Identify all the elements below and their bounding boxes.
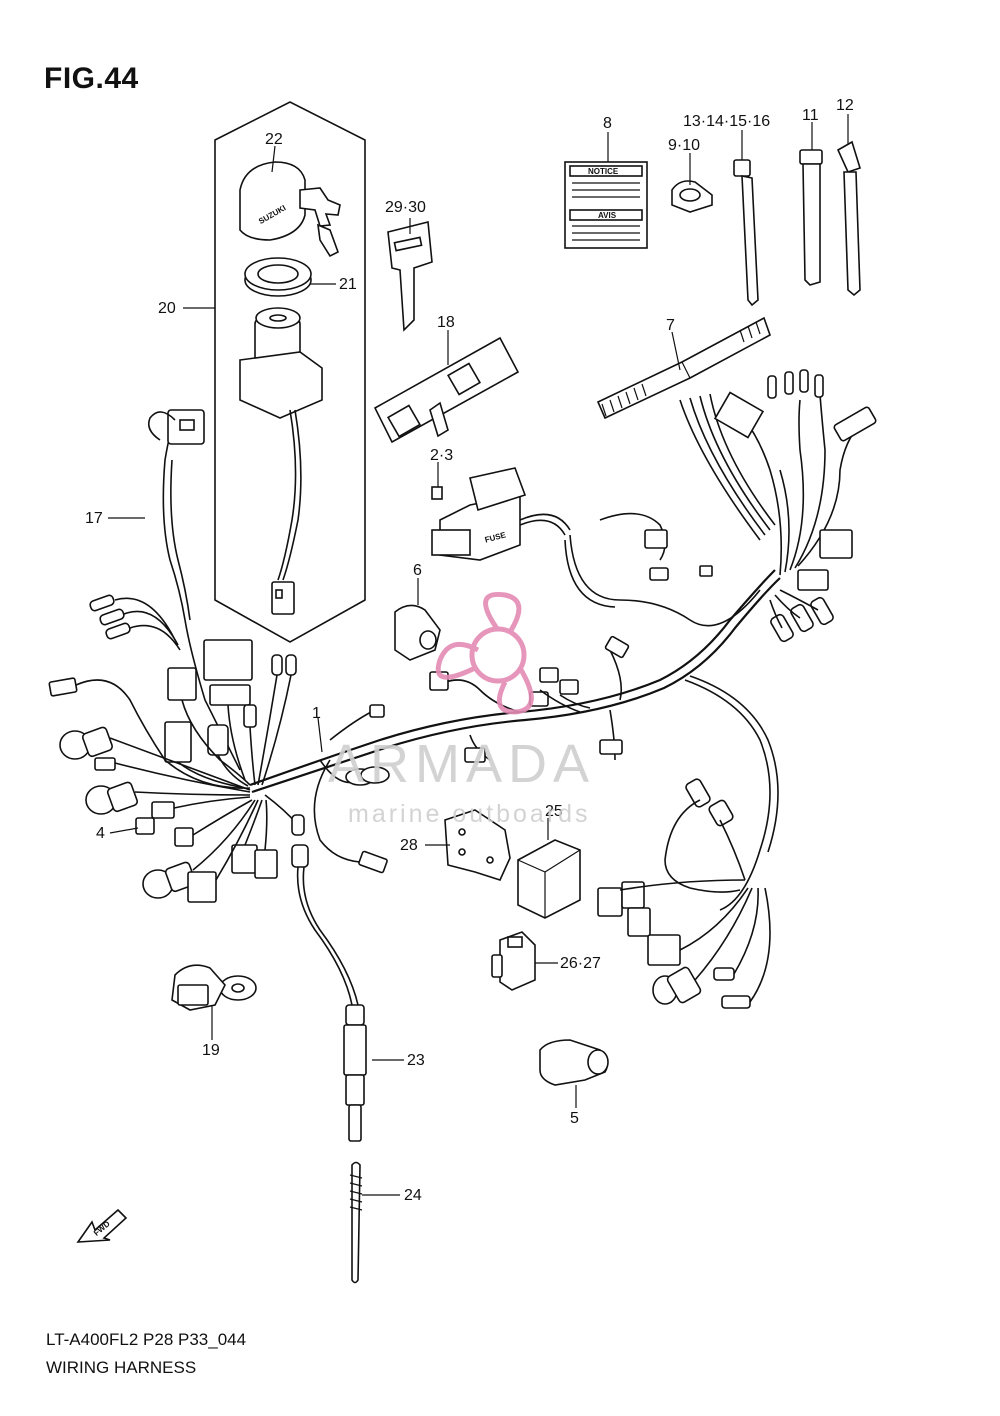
right-lower-harness-branch [597,675,779,1009]
wire-clamp-part-9-10 [671,180,713,213]
callout-11: 11 [802,107,819,124]
diagram-code: LT-A400FL2 P28 P33_044 [46,1330,247,1349]
callout-1: 1 [312,705,321,722]
callout-numbers: 1 2·3 4 5 6 7 8 9·10 11 12 13·14·15·16 1… [85,97,854,1204]
cable-tie-part-11 [799,149,823,286]
propeller-logo-icon [435,591,534,715]
watermark-tagline: marine outboards [348,800,591,828]
ignition-switch-body [239,307,323,615]
callout-8: 8 [603,115,612,132]
callout-29-30: 29·30 [385,199,426,216]
callout-25: 25 [545,803,563,820]
rubber-boot-part-6 [394,604,441,661]
callout-26-27: 26·27 [560,955,601,972]
caution-label-part-8: NOTICE AVIS [564,161,648,249]
callout-2-3: 2·3 [430,447,453,464]
ignition-switch-assembly-frame [214,101,366,643]
leader-lines [108,114,849,1196]
callout-12: 12 [836,97,854,114]
callout-4: 4 [96,825,105,842]
watermark: ARMADA marine outboards [328,591,595,828]
cable-tie-part-13-16 [733,159,759,307]
callout-18: 18 [437,314,455,331]
figure-title: FIG.44 [44,62,139,95]
callout-13-16: 13·14·15·16 [683,113,770,130]
callout-5: 5 [570,1110,579,1127]
spring-part-24 [349,1161,363,1284]
sensor-part-23 [343,1004,367,1142]
callout-23: 23 [407,1052,425,1069]
connector-part-26-27 [491,931,536,991]
fuse-box-part-2-3: FUSE [431,467,571,561]
diagram-subtitle: WIRING HARNESS [46,1358,197,1377]
cover-part-5 [539,1039,609,1086]
key-blank-part-29-30 [387,220,433,332]
protector-tube-part-7 [596,316,771,420]
main-wiring-harness-part-1 [184,369,877,874]
callout-17: 17 [85,510,103,527]
left-harness-branch [48,409,359,1006]
avis-text: AVIS [598,211,617,220]
callout-9-10: 9·10 [668,137,700,154]
callout-19: 19 [202,1042,220,1059]
ignition-key-part-22: SUZUKI [239,161,341,258]
callout-24: 24 [404,1187,422,1204]
callout-7: 7 [666,317,675,334]
callout-21: 21 [339,276,357,293]
callout-6: 6 [413,562,422,579]
propeller-hub [469,626,527,684]
callout-20: 20 [158,300,176,317]
forward-direction-arrow: FWD [76,1208,128,1243]
cable-tie-part-12 [836,140,861,297]
callout-28: 28 [400,837,418,854]
bracket-part-18 [373,336,520,444]
callout-22: 22 [265,131,283,148]
switch-part-19 [171,964,257,1011]
bracket-part-28 [444,809,511,881]
relay-part-25 [517,839,581,919]
notice-text: NOTICE [588,167,619,176]
watermark-brand: ARMADA [328,734,595,794]
lock-nut-part-21 [244,257,312,297]
